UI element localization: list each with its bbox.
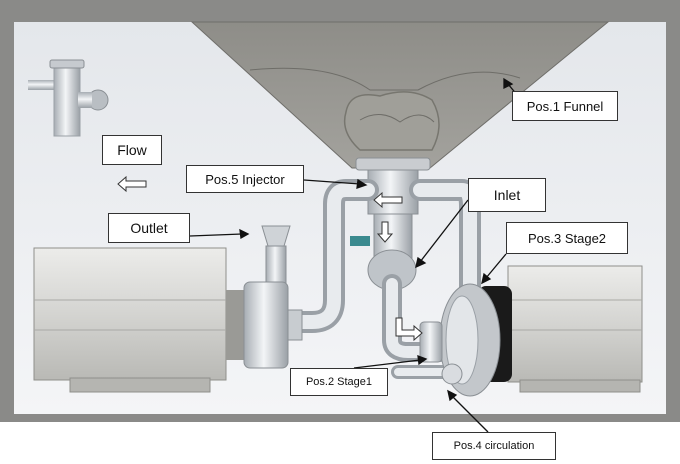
funnel — [190, 21, 610, 171]
injector-label: Pos.5 Injector — [186, 165, 304, 193]
injector-arrow-left — [373, 191, 403, 209]
outlet-label: Outlet — [108, 213, 190, 243]
injector-arrow-down — [376, 221, 394, 243]
flow-label: Flow — [102, 135, 162, 165]
left-motor — [33, 247, 303, 393]
funnel-label: Pos.1 Funnel — [512, 91, 618, 121]
top-fitting — [28, 59, 109, 137]
stage2-label: Pos.3 Stage2 — [506, 222, 628, 254]
stage1-arrow-bend — [395, 317, 423, 342]
flow-arrows — [117, 175, 423, 342]
flow-arrow-left — [117, 175, 147, 193]
right-motor — [419, 265, 643, 397]
leader-arrows — [189, 77, 519, 433]
inlet-label: Inlet — [468, 178, 546, 212]
stage1-label: Pos.2 Stage1 — [290, 368, 388, 396]
circulation-label: Pos.4 circulation — [432, 432, 556, 460]
